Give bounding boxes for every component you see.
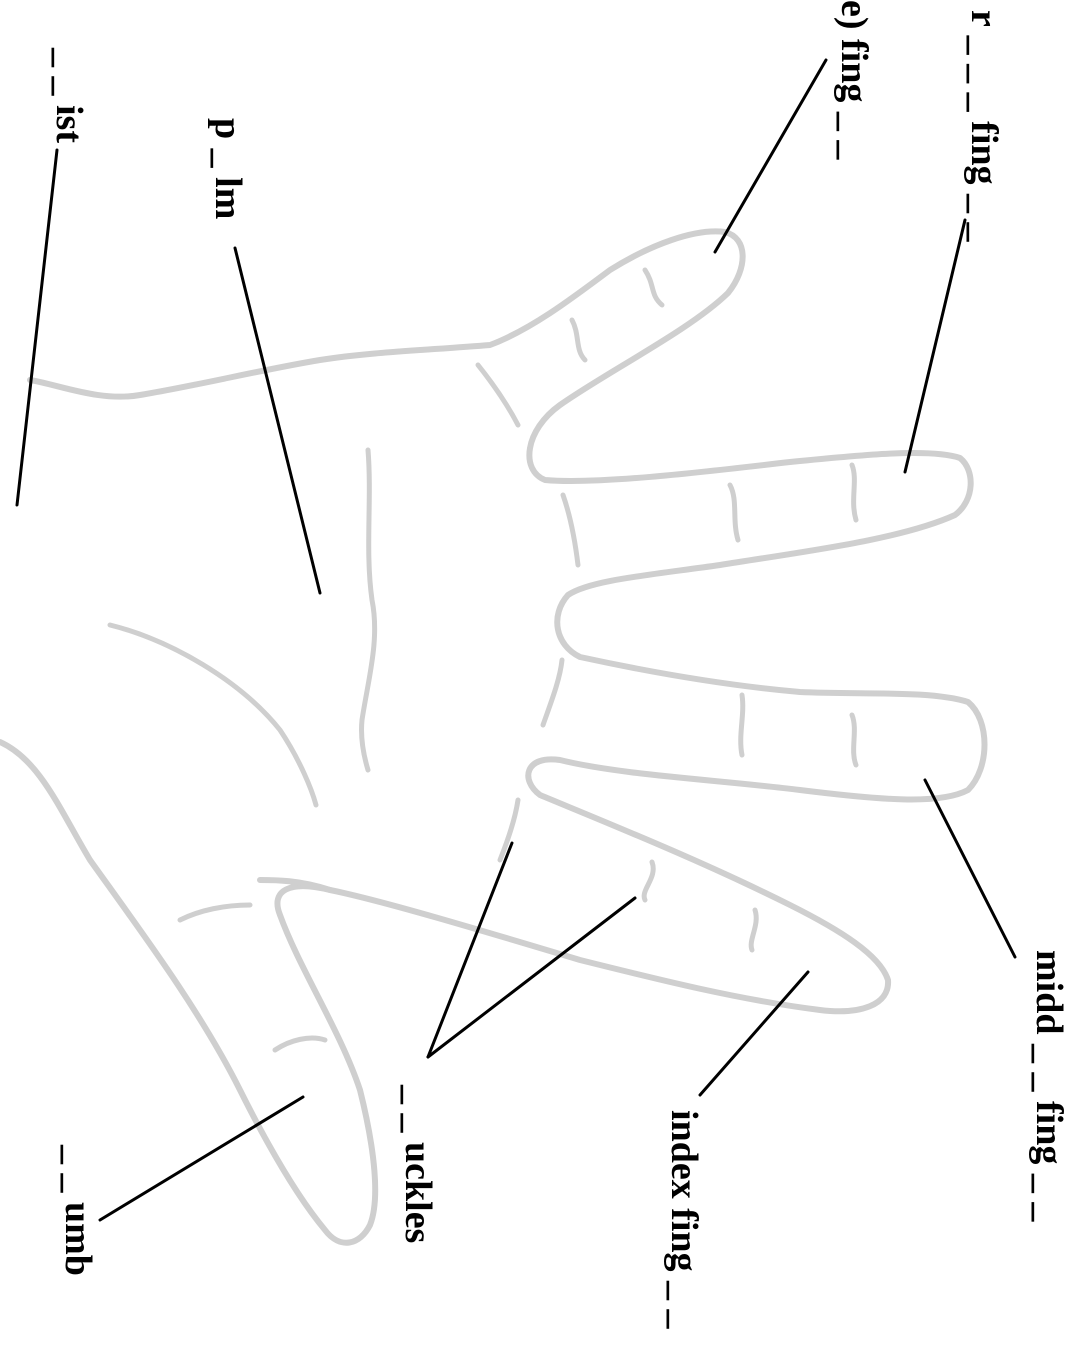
crease-palm-life (110, 625, 316, 805)
leader-little-finger (715, 60, 826, 252)
label-little-finger: e) fing _ _ (835, 0, 873, 159)
crease-little-2 (572, 320, 585, 360)
crease-knuckle-2 (563, 495, 578, 565)
label-index-finger: index fing _ _ (665, 1110, 703, 1329)
crease-index-2 (644, 862, 653, 900)
label-knuckles: _ _ uckles (399, 1085, 437, 1243)
leader-ring-finger (905, 220, 965, 472)
label-middle-finger: midd _ _ fing _ _ (1030, 950, 1068, 1221)
crease-knuckle-3 (543, 660, 562, 725)
crease-little-1 (645, 270, 662, 305)
crease-middle-1 (852, 715, 856, 765)
leader-palm (235, 248, 320, 593)
leader-lines (17, 60, 1015, 1220)
label-wrist: _ _ ist (50, 48, 88, 143)
crease-ring-1 (852, 465, 856, 520)
label-thumb: _ _ umb (59, 1145, 97, 1276)
crease-index-1 (751, 910, 756, 950)
crease-palm-vertical (362, 450, 375, 770)
label-palm: p _ lm (209, 118, 247, 219)
leader-middle-finger (925, 780, 1015, 957)
crease-thumb-2 (275, 1038, 325, 1050)
crease-thumb-1 (180, 905, 250, 920)
label-ring-finger: r _ _ _ fing _ _ (965, 10, 1003, 242)
crease-middle-2 (741, 695, 743, 755)
leader-thumb (100, 1097, 303, 1220)
crease-knuckle-1 (478, 365, 518, 425)
leader-wrist (17, 150, 57, 505)
crease-ring-2 (730, 485, 738, 540)
